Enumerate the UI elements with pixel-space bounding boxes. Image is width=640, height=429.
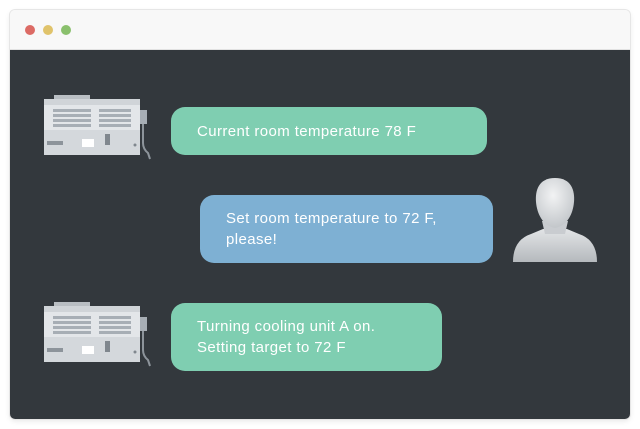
message-text-line-2: please! [226,231,278,248]
chat-area: Current room temperature 78 F Set room t… [10,50,630,419]
close-window-button[interactable] [25,25,35,35]
browser-window: Current room temperature 78 F Set room t… [10,10,630,419]
window-titlebar [10,10,630,50]
device-message-bubble: Turning cooling unit A on. Setting targe… [171,303,442,371]
maximize-window-button[interactable] [61,25,71,35]
message-text-line-2: Setting target to 72 F [197,339,346,356]
message-text: Current room temperature 78 F [197,122,417,140]
user-message-bubble: Set room temperature to 72 F, please! [200,195,493,263]
air-conditioner-icon [44,95,151,160]
message-text-line-1: Turning cooling unit A on. [197,318,376,335]
minimize-window-button[interactable] [43,25,53,35]
message-text-line-1: Set room temperature to 72 F, [226,210,437,227]
user-avatar-icon [513,178,597,262]
device-message-bubble: Current room temperature 78 F [171,107,487,155]
air-conditioner-icon [44,302,151,367]
